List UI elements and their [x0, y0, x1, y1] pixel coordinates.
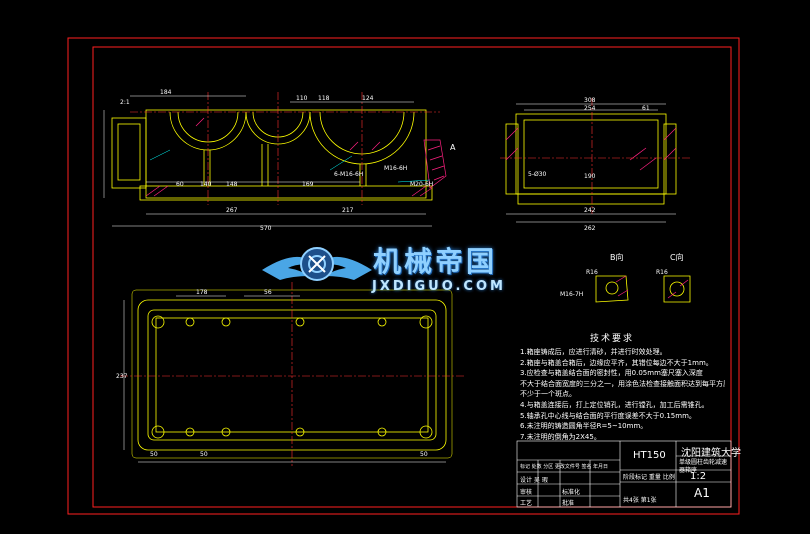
requirement-item: 1.箱座铸成后，应进行清砂，并进行时效处理。 [520, 348, 667, 356]
dim-267: 267 [226, 207, 238, 214]
inner-frame [92, 46, 732, 508]
technical-requirements-list: 1.箱座铸成后，应进行清砂，并进行时效处理。 2.箱座与箱盖合箱后，边缘应平齐，… [520, 347, 725, 442]
dim-242: 242 [584, 207, 596, 214]
row-label: 处数 [531, 464, 542, 470]
title-block-designer: 设计 吴 瑕 [520, 477, 548, 484]
watermark-domain: JXDIGUO.COM [372, 279, 506, 294]
detail-r16-c: R16 [656, 269, 668, 276]
dim-178: 178 [196, 289, 208, 296]
requirement-item: 不少于一个斑点。 [520, 390, 576, 399]
dim-262: 262 [584, 225, 596, 232]
title-block-part-name: 单级圆柱齿轮减速器箱座 [679, 459, 728, 474]
side-view-centerlines [500, 98, 690, 214]
dim-110: 110 [296, 95, 308, 102]
title-block-sheet-size: A1 [694, 486, 710, 500]
row-label: 更改文件号 [554, 464, 580, 470]
dim-6-m16: 6-M16-6H [334, 171, 363, 178]
top-view-centerlines [120, 282, 464, 466]
dim-61: 61 [642, 105, 650, 112]
dim-237: 237 [116, 373, 128, 380]
requirement-item: 7.未注明的倒角为2X45。 [520, 432, 601, 441]
title-block-scale: 1:2 [690, 471, 707, 482]
dim-190: 190 [584, 173, 596, 180]
section-label-a: A [450, 143, 456, 152]
top-view-dims [123, 295, 446, 463]
dim-50-b: 50 [200, 451, 208, 458]
requirement-item: 6.未注明的铸造圆角半径R=5~10mm。 [520, 422, 648, 431]
title-block-row-labels: 标记 处数 分区 更改文件号 签名 年月日 [520, 463, 608, 470]
dim-m16: M16-6H [384, 165, 407, 172]
detail-text: B向 C向 R16 R16 M16-7H [560, 252, 684, 298]
dim-m20: M20-6H [410, 181, 433, 188]
dim-217: 217 [342, 207, 354, 214]
outer-frame [67, 37, 740, 515]
top-view-dim-text: 50 50 50 237 178 56 [116, 289, 428, 458]
dim-5-phi30: 5-Ø30 [528, 171, 547, 178]
row-label: 签名 [581, 464, 592, 470]
title-block-university: 沈阳建筑大学 [681, 448, 741, 459]
requirement-item: 5.轴承孔中心线与结合面的平行度误差不大于0.15mm。 [520, 411, 696, 420]
row-label: 年月日 [593, 464, 609, 470]
detail-views [595, 275, 691, 303]
title-block-material: HT150 [633, 450, 666, 461]
dim-169: 169 [302, 181, 314, 188]
technical-requirements-title: 技术要求 [590, 334, 635, 344]
dim-124: 124 [362, 95, 374, 102]
front-view-leaders [149, 149, 431, 183]
front-view-centerlines [130, 92, 440, 205]
title-block-approve2: 批准 [562, 500, 575, 507]
detail-hatch [615, 275, 689, 299]
dim-56: 56 [264, 289, 272, 296]
view-b-label: B向 [610, 252, 624, 262]
dim-184: 184 [160, 89, 172, 96]
requirement-item: 4.与箱盖连接后，打上定位销孔，进行镗孔，加工后需锥孔。 [520, 400, 709, 409]
row-label: 标记 [520, 464, 531, 470]
side-view-hatch [505, 127, 677, 171]
dim-254: 254 [584, 105, 596, 112]
requirement-item: 3.应检查与箱盖结合面的密封性，用0.05mm塞尺塞入深度 [520, 369, 703, 378]
detail-m16: M16-7H [560, 291, 583, 298]
view-c-label: C向 [670, 252, 684, 262]
title-block-stage: 阶段标记 重量 比例 [623, 474, 675, 481]
dim-50-c: 50 [420, 451, 428, 458]
dim-148: 148 [226, 181, 238, 188]
title-block-standardization: 标准化 [562, 489, 581, 496]
row-label: 分区 [543, 464, 554, 470]
dim-140: 140 [200, 181, 212, 188]
watermark-emblem-icon [262, 247, 372, 281]
side-view-dims [506, 103, 676, 223]
front-view-dims [103, 95, 432, 227]
watermark-logo-text: 机械帝国 [373, 245, 498, 278]
front-view [111, 109, 433, 201]
requirement-item: 不大于结合面宽度的三分之一，用涂色法检查接触面积达到每平方厘米 [520, 379, 725, 388]
front-view-dim-text: 184 110 140 118 124 267 217 570 60 148 1… [120, 89, 456, 232]
title-block-approve: 审核 [520, 489, 533, 496]
detail-r16-b: R16 [586, 269, 598, 276]
side-view [505, 113, 677, 205]
dim-118: 118 [318, 95, 330, 102]
dim-60: 60 [176, 181, 184, 188]
requirement-item: 2.箱座与箱盖合箱后，边缘应平齐，其错位每边不大于1mm。 [520, 358, 713, 367]
dim-570: 570 [260, 225, 272, 232]
front-view-hatch [145, 117, 447, 197]
dim-308: 308 [584, 97, 596, 104]
dim-scale-detail: 2:1 [120, 99, 130, 106]
title-block-process: 工艺 [520, 500, 533, 507]
dim-50-a: 50 [150, 451, 158, 458]
title-block [516, 440, 732, 508]
title-block-sheets: 共4张 第1张 [623, 497, 657, 504]
side-view-dim-text: 308 254 61 190 242 262 5-Ø30 [528, 97, 650, 232]
